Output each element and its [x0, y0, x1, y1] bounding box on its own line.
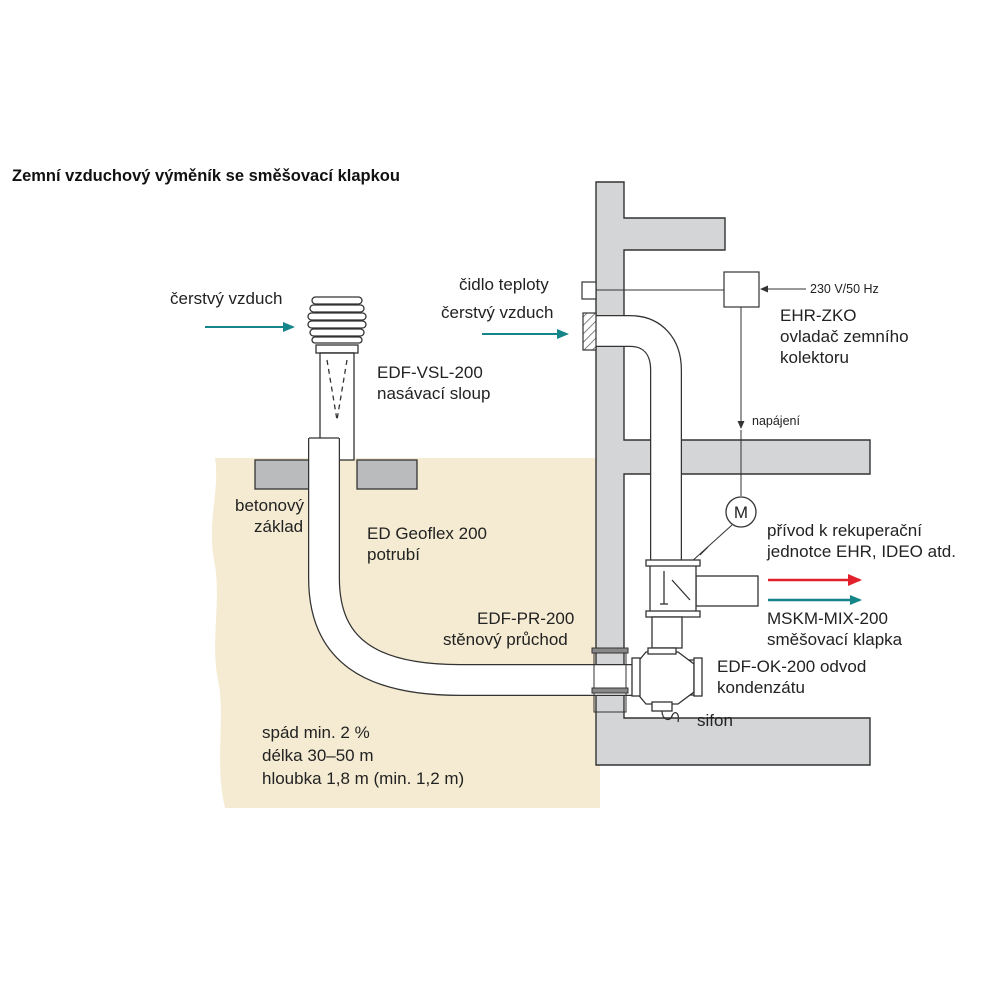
wall-passage-code: EDF-PR-200	[477, 609, 574, 628]
intake-column	[307, 296, 367, 461]
controller-desc-line1: ovladač zemního	[780, 327, 909, 346]
power-label: napájení	[752, 414, 800, 428]
temperature-sensor-label: čidlo teploty	[459, 275, 549, 294]
mixing-damper	[645, 559, 759, 649]
wall-passage-desc: stěnový průchod	[443, 630, 568, 649]
mix-damper-desc: směšovací klapka	[767, 630, 903, 649]
wall-inlet-grille	[582, 312, 597, 351]
fresh-air-label-right: čerstvý vzduch	[441, 303, 553, 322]
condensate-label-line2: kondenzátu	[717, 678, 805, 697]
supply-label-line1: přívod k rekuperační	[767, 521, 922, 540]
column-code: EDF-VSL-200	[377, 363, 483, 382]
column-desc: nasávací sloup	[377, 384, 490, 403]
siphon-label: sifon	[697, 711, 733, 730]
fresh-air-label-left: čerstvý vzduch	[170, 289, 282, 308]
pipe-desc: potrubí	[367, 545, 420, 564]
condensate-label-line1: EDF-OK-200 odvod	[717, 657, 866, 676]
length-label: délka 30–50 m	[262, 746, 374, 765]
pipe-code: ED Geoflex 200	[367, 524, 487, 543]
mix-damper-code: MSKM-MIX-200	[767, 609, 888, 628]
depth-label: hloubka 1,8 m (min. 1,2 m)	[262, 769, 464, 788]
controller-code: EHR-ZKO	[780, 306, 857, 325]
controller-desc-line2: kolektoru	[780, 348, 849, 367]
temperature-sensor	[581, 281, 597, 300]
concrete-foundation-left	[254, 459, 316, 490]
foundation-label-line2: základ	[254, 517, 303, 536]
motor-label: M	[734, 503, 748, 522]
slope-label: spád min. 2 %	[262, 723, 370, 742]
house-wall	[595, 181, 871, 766]
foundation-label-line1: betonový	[235, 496, 304, 515]
controller-box	[723, 271, 760, 308]
voltage-label: 230 V/50 Hz	[810, 282, 879, 296]
condensate-drain	[631, 647, 703, 723]
motor-icon	[725, 496, 757, 528]
supply-label-line2: jednotce EHR, IDEO atd.	[766, 542, 956, 561]
concrete-foundation-right	[356, 459, 418, 490]
diagram-title: Zemní vzduchový výměník se směšovací kla…	[12, 167, 400, 185]
